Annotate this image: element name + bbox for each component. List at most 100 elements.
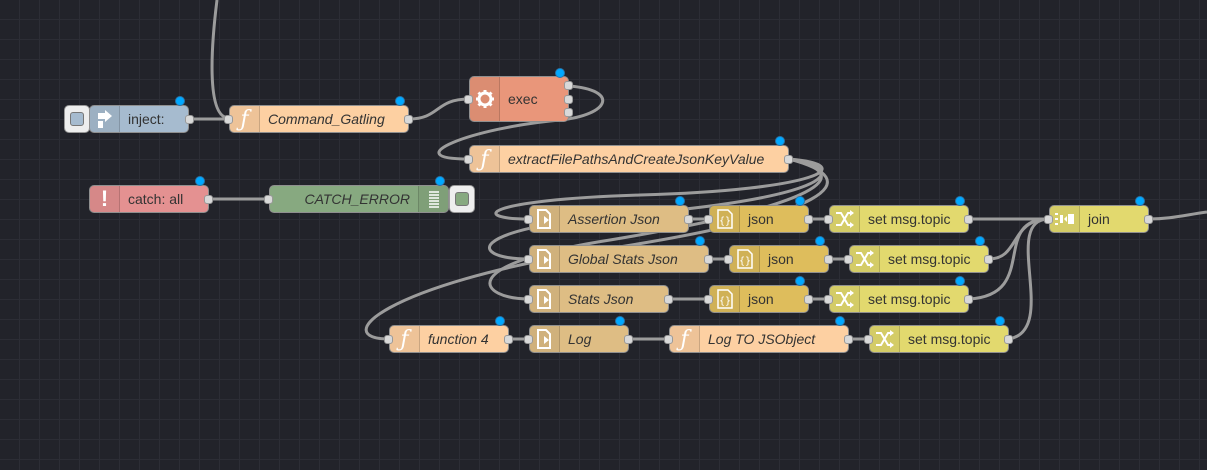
wire-join-outgoing xyxy=(1148,210,1207,221)
node-extract-file-paths[interactable]: ƒ extractFilePathsAndCreateJsonKeyValue xyxy=(469,145,789,173)
output-port[interactable] xyxy=(844,335,853,344)
function-icon: ƒ xyxy=(670,326,700,352)
node-label: Assertion Json xyxy=(568,211,660,227)
node-function-4[interactable]: ƒ function 4 xyxy=(389,325,509,353)
file-in-icon xyxy=(530,286,560,312)
changed-indicator xyxy=(555,68,565,78)
input-port[interactable] xyxy=(524,335,533,344)
output-port[interactable] xyxy=(1004,335,1013,344)
node-label: Command_Gatling xyxy=(268,111,385,127)
node-label: json xyxy=(748,291,774,307)
node-global-stats-json[interactable]: Global Stats Json xyxy=(529,245,709,273)
node-label: exec xyxy=(508,91,538,107)
node-catch-all[interactable]: ! catch: all xyxy=(89,185,209,213)
changed-indicator xyxy=(955,276,965,286)
node-exec[interactable]: exec xyxy=(469,76,569,122)
input-port[interactable] xyxy=(224,115,233,124)
svg-text:{}: {} xyxy=(718,216,730,227)
input-port[interactable] xyxy=(524,255,533,264)
output-port[interactable] xyxy=(624,335,633,344)
changed-indicator xyxy=(195,176,205,186)
output-port[interactable] xyxy=(964,295,973,304)
output-port[interactable] xyxy=(804,215,813,224)
input-port[interactable] xyxy=(524,215,533,224)
input-port[interactable] xyxy=(664,335,673,344)
output-port[interactable] xyxy=(784,155,793,164)
node-join[interactable]: join xyxy=(1049,205,1149,233)
input-port[interactable] xyxy=(704,295,713,304)
changed-indicator xyxy=(795,276,805,286)
function-icon: ƒ xyxy=(470,146,500,172)
output-port[interactable] xyxy=(804,295,813,304)
input-port[interactable] xyxy=(824,295,833,304)
shuffle-icon xyxy=(830,286,860,312)
node-log[interactable]: Log xyxy=(529,325,629,353)
output-port[interactable] xyxy=(204,195,213,204)
node-catch-error-debug[interactable]: CATCH_ERROR xyxy=(269,185,449,213)
changed-indicator xyxy=(955,196,965,206)
input-port[interactable] xyxy=(464,155,473,164)
output-port[interactable] xyxy=(984,255,993,264)
node-label: Log TO JSObject xyxy=(708,331,816,347)
debug-toggle-button[interactable] xyxy=(449,185,475,213)
node-stats-json[interactable]: Stats Json xyxy=(529,285,669,313)
input-port[interactable] xyxy=(1044,215,1053,224)
output-port[interactable] xyxy=(1144,215,1153,224)
output-port[interactable] xyxy=(704,255,713,264)
gear-icon xyxy=(470,77,500,121)
node-label: set msg.topic xyxy=(888,251,971,267)
node-set-msg-topic-1[interactable]: set msg.topic xyxy=(829,205,969,233)
node-inject[interactable]: inject: xyxy=(89,105,189,133)
function-icon: ƒ xyxy=(390,326,420,352)
node-set-msg-topic-4[interactable]: set msg.topic xyxy=(869,325,1009,353)
node-json-1[interactable]: {} json xyxy=(709,205,809,233)
input-port[interactable] xyxy=(384,335,393,344)
output-port-rc[interactable] xyxy=(564,108,573,117)
node-command-gatling[interactable]: ƒ Command_Gatling xyxy=(229,105,409,133)
output-port[interactable] xyxy=(504,335,513,344)
wire-command-to-exec xyxy=(408,97,470,121)
wire-extract-to-stats xyxy=(488,157,823,301)
input-port[interactable] xyxy=(464,95,473,104)
node-json-2[interactable]: {} json xyxy=(729,245,829,273)
node-label: set msg.topic xyxy=(908,331,991,347)
node-set-msg-topic-3[interactable]: set msg.topic xyxy=(829,285,969,313)
output-port[interactable] xyxy=(185,115,194,124)
output-port[interactable] xyxy=(404,115,413,124)
node-label: Global Stats Json xyxy=(568,251,678,267)
output-port[interactable] xyxy=(664,295,673,304)
input-port[interactable] xyxy=(264,195,273,204)
input-port[interactable] xyxy=(824,215,833,224)
svg-text:{}: {} xyxy=(718,296,730,307)
changed-indicator xyxy=(495,316,505,326)
input-port[interactable] xyxy=(844,255,853,264)
json-braces-icon: {} xyxy=(730,246,760,272)
input-port[interactable] xyxy=(864,335,873,344)
node-assertion-json[interactable]: Assertion Json xyxy=(529,205,689,233)
node-json-3[interactable]: {} json xyxy=(709,285,809,313)
node-set-msg-topic-2[interactable]: set msg.topic xyxy=(849,245,989,273)
node-label: catch: all xyxy=(128,191,184,207)
output-port-stderr[interactable] xyxy=(564,95,573,104)
output-port[interactable] xyxy=(964,215,973,224)
output-port-stdout[interactable] xyxy=(564,81,573,90)
changed-indicator xyxy=(795,196,805,206)
file-in-icon xyxy=(530,246,560,272)
output-port[interactable] xyxy=(684,215,693,224)
input-port[interactable] xyxy=(524,295,533,304)
input-port[interactable] xyxy=(704,215,713,224)
file-in-icon xyxy=(530,326,560,352)
node-label: set msg.topic xyxy=(868,291,951,307)
changed-indicator xyxy=(775,136,785,146)
input-port[interactable] xyxy=(724,255,733,264)
inject-trigger-button[interactable] xyxy=(64,105,90,133)
node-log-to-jsobject[interactable]: ƒ Log TO JSObject xyxy=(669,325,849,353)
shuffle-icon xyxy=(830,206,860,232)
debug-list-icon xyxy=(418,186,448,212)
node-label: Stats Json xyxy=(568,291,634,307)
changed-indicator xyxy=(815,236,825,246)
node-label: CATCH_ERROR xyxy=(304,191,410,207)
wire-set3-to-join xyxy=(968,217,1050,301)
output-port[interactable] xyxy=(824,255,833,264)
